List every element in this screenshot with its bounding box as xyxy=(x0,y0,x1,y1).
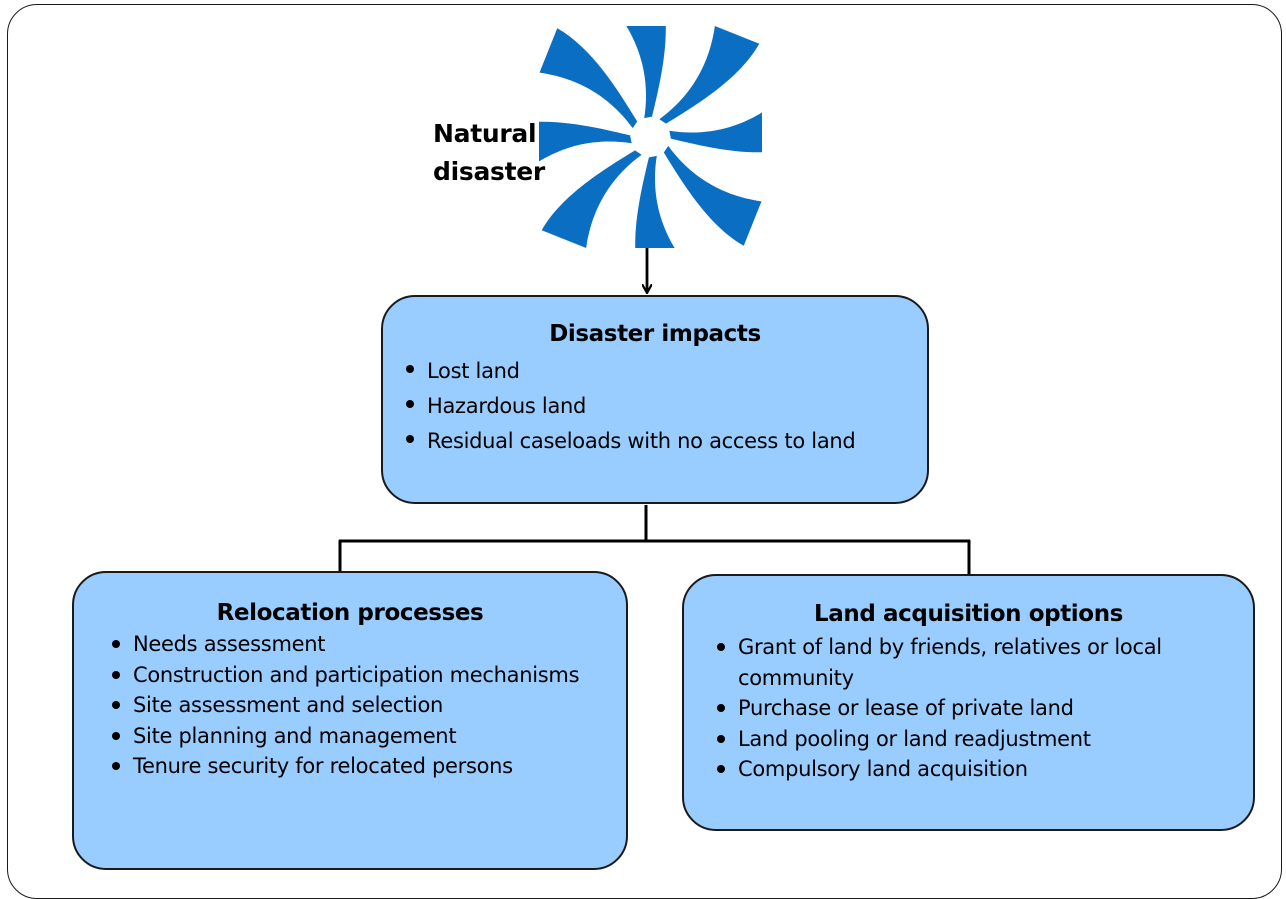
land-acquisition-options-list: Grant of land by friends, relatives or l… xyxy=(714,632,1253,785)
spiral-pinwheel-icon xyxy=(539,26,762,248)
list-item: Needs assessment xyxy=(109,629,626,660)
list-item: Lost land xyxy=(403,354,927,389)
pinwheel-blade xyxy=(659,26,760,124)
disaster-impacts-box: Disaster impacts Lost land Hazardous lan… xyxy=(381,295,929,504)
pinwheel-blade xyxy=(539,28,638,129)
relocation-processes-title: Relocation processes xyxy=(216,600,484,626)
list-item: Land pooling or land readjustment xyxy=(714,724,1253,755)
natural-disaster-label: Natural disaster xyxy=(433,119,545,186)
pinwheel-blade xyxy=(669,104,762,153)
pinwheel-blade xyxy=(663,145,762,246)
list-item: Compulsory land acquisition xyxy=(714,754,1253,785)
list-item: Construction and participation mechanism… xyxy=(109,660,626,691)
pinwheel-blade xyxy=(539,121,632,170)
disaster-impacts-list: Lost land Hazardous land Residual caselo… xyxy=(403,354,927,459)
land-acquisition-options-box: Land acquisition options Grant of land b… xyxy=(682,574,1255,831)
list-item: Residual caseloads with no access to lan… xyxy=(403,424,927,459)
list-item: Site planning and management xyxy=(109,721,626,752)
land-acquisition-options-title: Land acquisition options xyxy=(814,601,1123,627)
list-item: Tenure security for relocated persons xyxy=(109,751,626,782)
list-item: Hazardous land xyxy=(403,389,927,424)
relocation-processes-box: Relocation processes Needs assessment Co… xyxy=(72,571,628,870)
connectors xyxy=(338,246,971,575)
pinwheel-blade xyxy=(617,26,666,119)
pinwheel-blade xyxy=(541,150,642,248)
list-item: Site assessment and selection xyxy=(109,690,626,721)
list-item: Purchase or lease of private land xyxy=(714,693,1253,724)
relocation-processes-list: Needs assessment Construction and partic… xyxy=(109,629,626,782)
list-item: Grant of land by friends, relatives or l… xyxy=(714,632,1253,693)
pinwheel-blade xyxy=(635,155,684,248)
disaster-impacts-title: Disaster impacts xyxy=(549,321,761,347)
